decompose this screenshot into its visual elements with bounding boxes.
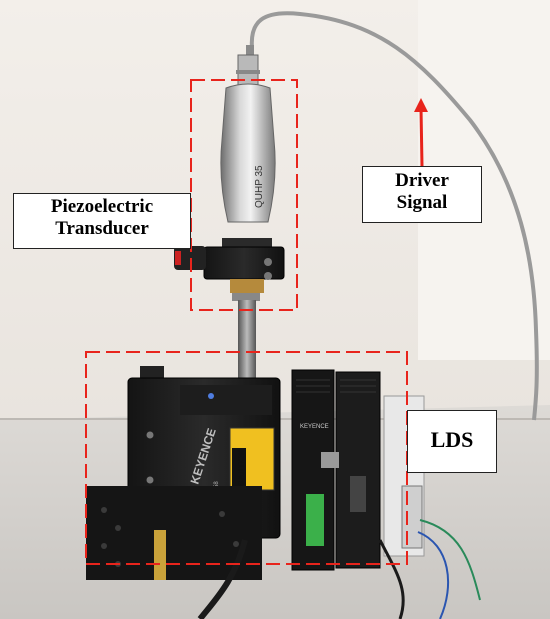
piezo-label-line-2: Transducer	[55, 217, 149, 239]
controller-unit-2	[335, 371, 381, 569]
sensor-indicator-led	[208, 393, 214, 399]
connector-ring	[236, 70, 260, 74]
blue-wire	[417, 531, 450, 619]
clamp-knob-red-ring	[175, 251, 181, 265]
driver-arrow-shaft	[419, 107, 424, 167]
controller-brand: KEYENCE	[300, 424, 329, 430]
clamp-screw-2	[264, 272, 272, 280]
lds-label: LDS	[407, 410, 497, 473]
transducer-engraving: QUHP 35	[254, 165, 265, 208]
stage-lead-screw	[154, 530, 166, 580]
power-terminals	[401, 485, 423, 549]
caution-label-band	[232, 448, 246, 488]
caution-text: CAUTION	[237, 449, 246, 486]
lds-label-text: LDS	[430, 427, 474, 452]
horn-collar	[232, 293, 260, 301]
driver-signal-label: Driver Signal	[362, 166, 482, 223]
sensor-top-face	[180, 385, 272, 415]
serial-port	[350, 476, 366, 512]
green-wire	[419, 519, 481, 601]
stage-mount-holes	[101, 507, 239, 567]
piezoelectric-transducer-label: Piezoelectric Transducer	[13, 193, 191, 249]
horn-flange	[230, 279, 264, 293]
controller-vents	[296, 379, 376, 393]
driver-label-line-2: Signal	[396, 191, 448, 213]
transducer-clamp	[203, 246, 285, 280]
driver-arrow-head	[414, 98, 428, 112]
transducer-body	[220, 83, 276, 223]
driver-cable	[249, 11, 539, 421]
sensor-cable	[197, 539, 248, 619]
transducer-highlight-box	[190, 79, 298, 311]
clamp-screw-1	[264, 258, 272, 266]
sensor-screw-1	[146, 431, 154, 439]
driver-label-line-1: Driver	[395, 170, 449, 191]
sensor-screw-2	[146, 476, 154, 484]
piezo-label-line-1: Piezoelectric	[50, 196, 154, 217]
terminal-block-green	[306, 494, 324, 546]
ethernet-port	[321, 452, 339, 468]
controller-cable	[378, 539, 405, 619]
